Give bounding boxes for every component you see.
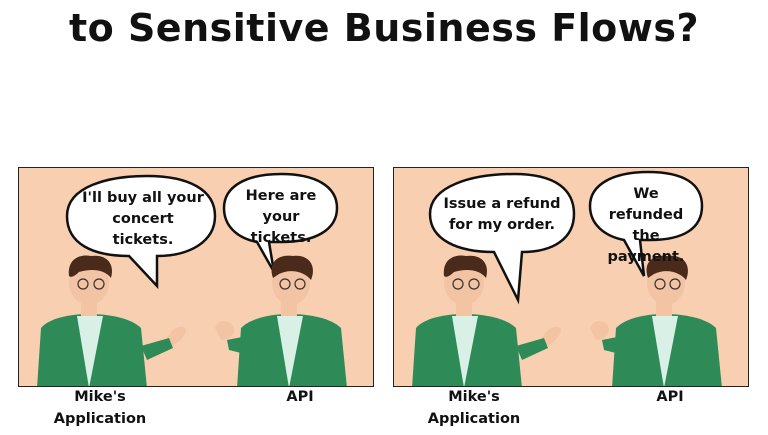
caption-mikes-application-2: Mike's Application [427, 389, 521, 427]
speech-text-left: Issue a refund for my order. [443, 196, 561, 233]
panel-illustration [19, 168, 373, 386]
caption-api-1: API [286, 389, 314, 405]
caption-api-2: API [656, 389, 684, 405]
speech-bubble-right [588, 170, 704, 277]
speech-bubble-left [65, 174, 217, 290]
comic-panel-2: Issue a refund for my order. We refunded… [393, 167, 749, 387]
person-right-icon [215, 255, 347, 386]
speech-bubble-right [222, 172, 339, 273]
person-right-icon [590, 255, 722, 386]
speech-text-left: I'll buy all your concert tickets. [82, 190, 204, 248]
person-left-icon [412, 255, 561, 386]
speech-text-right: We refunded the payment. [607, 186, 685, 265]
comic-panel-1: I'll buy all your concert tickets. Here … [18, 167, 374, 387]
panel-illustration [394, 168, 748, 386]
person-left-icon [37, 255, 186, 386]
speech-bubble-left [428, 172, 576, 305]
caption-mikes-application-1: Mike's Application [53, 389, 147, 427]
speech-text-right: Here are your tickets. [245, 188, 317, 246]
page-title: to Sensitive Business Flows? [68, 6, 700, 50]
